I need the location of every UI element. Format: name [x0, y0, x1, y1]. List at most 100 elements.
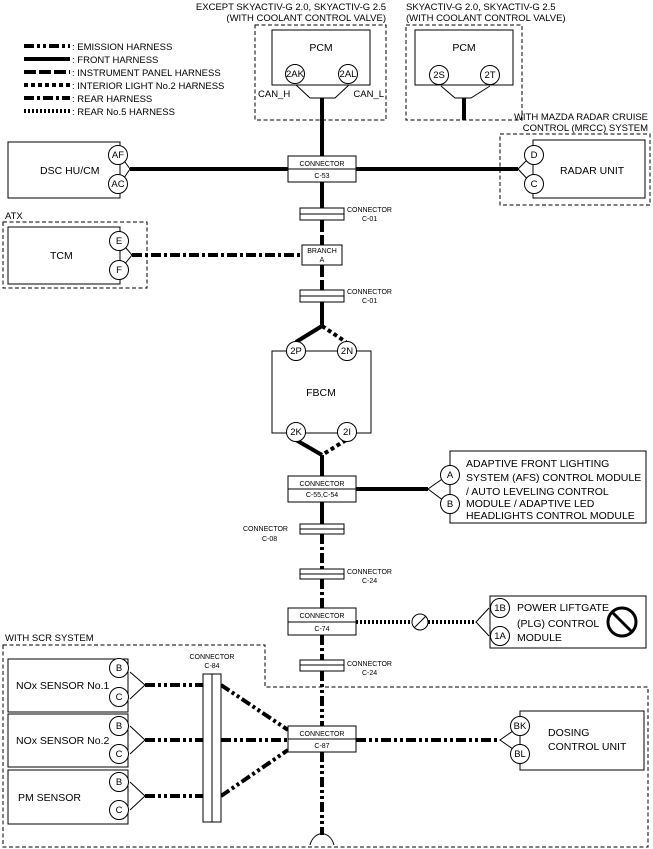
- not-connected-icon: [411, 613, 429, 631]
- pin-a: [440, 465, 460, 485]
- dsc-label: DSC HU/CM: [40, 165, 100, 177]
- harness-break-mark: [309, 833, 335, 846]
- connector-c01b-label: C-01: [362, 298, 377, 305]
- legend-label: : EMISSION HARNESS: [72, 42, 172, 53]
- fbcm-label: FBCM: [306, 387, 336, 399]
- pin-c-nox1-label: C: [116, 692, 123, 703]
- connector-c53-label: CONNECTOR: [300, 161, 345, 168]
- legend-label: : FRONT HARNESS: [72, 55, 158, 66]
- pin-af-label: AF: [112, 150, 124, 161]
- pcm-right-label: PCM: [452, 42, 475, 54]
- plg-stub: [475, 607, 490, 637]
- pin-c-nox1: [109, 687, 129, 707]
- pm-stub: [129, 781, 146, 811]
- pin-c-nox2: [109, 744, 129, 764]
- fbcm-module: [271, 350, 372, 434]
- dcu-module: [519, 710, 645, 771]
- scr-caption: WITH SCR SYSTEM: [5, 633, 94, 644]
- connector-c74-label: CONNECTOR: [300, 613, 345, 620]
- pin-c-pm: [109, 800, 129, 820]
- emission-harness-c84c: [219, 748, 290, 798]
- radar-caption: WITH MAZDA RADAR CRUISE: [514, 112, 648, 123]
- pin-2p-label: 2P: [290, 346, 302, 357]
- nox1-label: NOx SENSOR No.1: [16, 680, 110, 692]
- pin-bl: [510, 744, 530, 764]
- connector-c24a-label: C-24: [362, 578, 377, 585]
- pcm-right-caption: (WITH COOLANT CONTROL VALVE): [406, 13, 566, 24]
- legend-label: : REAR HARNESS: [72, 94, 152, 105]
- pin-2k-label: 2K: [290, 427, 302, 438]
- connector-c84-label: C-84: [204, 663, 219, 670]
- dsc-module: [7, 141, 121, 199]
- connector-c24b-label: C-24: [362, 670, 377, 677]
- pin-2p: [286, 341, 306, 361]
- radar-module: [532, 139, 646, 199]
- branch-a-label: BRANCH: [307, 248, 337, 255]
- pin-1b: [490, 598, 510, 618]
- connector-c84-label: CONNECTOR: [190, 654, 235, 661]
- pin-2k: [286, 422, 306, 442]
- fbcm-2k-wire: [295, 438, 323, 457]
- pin-2t-label: 2T: [484, 70, 495, 81]
- pin-b-label: B: [447, 499, 453, 510]
- dcu-label: DOSING: [548, 727, 589, 739]
- pm-label: PM SENSOR: [18, 792, 81, 804]
- connector-c53-label: C-53: [314, 173, 329, 180]
- nox2-module: [7, 713, 129, 768]
- pin-b: [440, 494, 460, 514]
- pin-a-label: A: [447, 470, 454, 481]
- connector-c24a-label: CONNECTOR: [347, 569, 392, 576]
- afs-module: [449, 450, 647, 524]
- pin-2n: [337, 341, 357, 361]
- pin-1a-label: 1A: [494, 631, 506, 642]
- pin-b-pm: [109, 772, 129, 792]
- branch-a: [301, 244, 343, 266]
- connector-c87-label: CONNECTOR: [300, 731, 345, 738]
- emission-harness-c84a: [219, 683, 290, 732]
- legend-label: : INTERIOR LIGHT No.2 HARNESS: [72, 81, 224, 92]
- scr-group: [2, 644, 649, 848]
- pin-c-nox2-label: C: [116, 749, 123, 760]
- pin-bl-label: BL: [514, 749, 526, 760]
- legend-label: : INSTRUMENT PANEL HARNESS: [72, 68, 221, 79]
- afs-label: SYSTEM (AFS) CONTROL MODULE: [466, 472, 641, 484]
- can-l-label: CAN_L: [353, 89, 384, 100]
- pcm-can-wire: [294, 83, 351, 99]
- pcm-left-label: PCM: [309, 42, 332, 54]
- pin-c: [524, 174, 544, 194]
- pcm-left-caption: (WITH COOLANT CONTROL VALVE): [226, 13, 386, 24]
- pin-c-label: C: [531, 179, 538, 190]
- pin-e: [109, 231, 129, 251]
- pin-bk: [510, 716, 530, 736]
- fbcm-2i-wire: [320, 438, 348, 457]
- pcm-left-group: [254, 24, 387, 121]
- pin-d-label: D: [531, 150, 538, 161]
- tcm-module: [7, 226, 121, 285]
- tcm-label: TCM: [50, 250, 73, 262]
- connector-c08-label: CONNECTOR: [243, 526, 288, 533]
- pin-c-pm-label: C: [116, 805, 123, 816]
- connector-c55-label: CONNECTOR: [300, 481, 345, 488]
- connector-c24b-label: CONNECTOR: [347, 661, 392, 668]
- afs-label: ADAPTIVE FRONT LIGHTING: [466, 458, 609, 470]
- pin-e-label: E: [116, 236, 122, 247]
- pin-2s: [429, 65, 449, 85]
- connector-c55-label: C-55,C-54: [306, 492, 338, 499]
- prohibit-icon: [606, 606, 638, 638]
- plg-label: MODULE: [517, 632, 562, 644]
- pin-2ak-label: 2AK: [286, 69, 305, 80]
- pin-2t: [480, 65, 500, 85]
- pcm-left-caption: EXCEPT SKYACTIV-G 2.0, SKYACTIV-G 2.5: [196, 2, 386, 13]
- pin-b-nox1: [109, 658, 129, 678]
- legend-label: : REAR No.5 HARNESS: [72, 107, 175, 118]
- connector-c01b-label: CONNECTOR: [347, 289, 392, 296]
- pin-1b-label: 1B: [494, 603, 506, 614]
- afs-label: MODULE / ADAPTIVE LED: [466, 498, 595, 510]
- pin-2i: [337, 422, 357, 442]
- pin-b-nox2-label: B: [116, 721, 122, 732]
- fbcm-2n-wire: [320, 324, 348, 344]
- nox2-stub: [129, 725, 146, 755]
- pin-2n-label: 2N: [341, 346, 353, 357]
